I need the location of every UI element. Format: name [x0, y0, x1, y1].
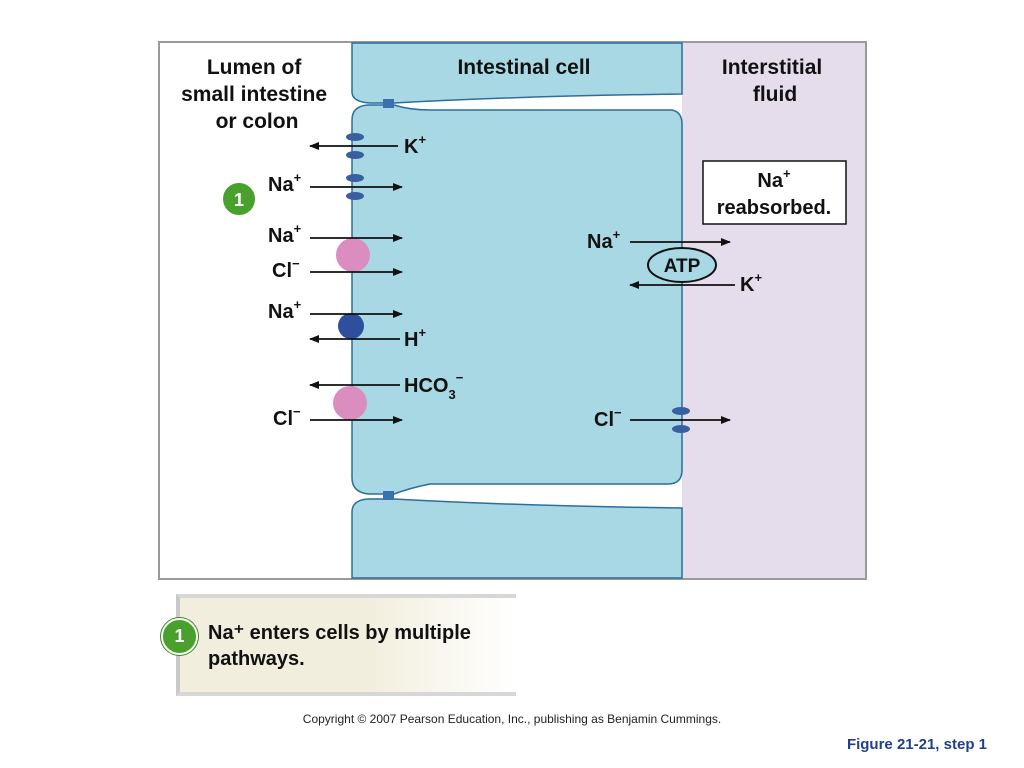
svg-text:Na+: Na+ — [268, 221, 302, 247]
ion-cl-exchanger-charge: − — [293, 404, 301, 419]
reabsorbed-box — [702, 160, 847, 225]
ion-na-pump: Na — [587, 231, 613, 253]
header-lumen-line3: or colon — [216, 110, 299, 133]
ion-na-symport: Na — [268, 225, 294, 247]
ion-na-pump-charge: + — [613, 227, 621, 242]
ion-cl-symport-charge: − — [292, 256, 300, 271]
ion-na-antiport-charge: + — [294, 297, 302, 312]
svg-text:Cl−: Cl− — [273, 404, 301, 430]
ion-cl-exchanger: Cl — [273, 408, 293, 430]
cl-channel-upper — [672, 407, 690, 415]
reabsorbed-ion: Na — [757, 170, 783, 192]
step-badge-diagram — [221, 181, 257, 217]
na-h-antiporter — [338, 313, 364, 339]
na-cl-symporter — [336, 238, 370, 272]
caption-step-badge: 1 — [161, 618, 198, 655]
svg-text:HCO3−: HCO3− — [404, 370, 464, 402]
svg-text:K+: K+ — [740, 270, 762, 296]
ion-hco3-subscript: 3 — [448, 387, 455, 402]
ion-na-channel: Na — [268, 174, 294, 196]
figure-label: Figure 21-21, step 1 — [846, 736, 987, 753]
tight-junction-bottom — [383, 491, 394, 500]
atp-label: ATP — [664, 256, 701, 277]
svg-text:Na+: Na+ — [268, 297, 302, 323]
na-k-atpase — [647, 247, 717, 283]
tight-junction-top — [383, 99, 394, 108]
header-interstitial-line2: fluid — [753, 83, 797, 106]
neighbor-cell-top — [351, 42, 683, 104]
ion-k-top-charge: + — [418, 132, 426, 147]
header-lumen-line2: small intestine — [181, 83, 327, 106]
reabsorbed-ion-charge: + — [783, 166, 791, 181]
neighbor-cell-bottom — [351, 498, 683, 579]
step-badge-diagram-number: 1 — [234, 190, 244, 210]
svg-text:Na+: Na+ — [587, 227, 621, 253]
caption-box — [176, 594, 516, 696]
cl-hco3-exchanger — [333, 386, 367, 420]
ion-h-antiport-charge: + — [418, 325, 426, 340]
svg-text:H+: H+ — [404, 325, 426, 351]
svg-text:Cl−: Cl− — [594, 405, 622, 431]
cl-channel-lower — [672, 425, 690, 433]
ion-cl-basolateral: Cl — [594, 409, 614, 431]
header-intestinal-cell: Intestinal cell — [457, 56, 590, 79]
ion-hco3: HCO — [404, 375, 448, 397]
ion-na-antiport: Na — [268, 301, 294, 323]
ion-cl-basolateral-charge: − — [614, 405, 622, 420]
na-channel-lower — [346, 192, 364, 200]
k-channel-lower — [346, 151, 364, 159]
header-interstitial-line1: Interstitial — [722, 56, 822, 79]
copyright-notice: Copyright © 2007 Pearson Education, Inc.… — [302, 712, 722, 726]
ion-k-pump: K — [740, 274, 755, 296]
na-channel-upper — [346, 174, 364, 182]
reabsorbed-text: reabsorbed. — [717, 197, 831, 219]
svg-text:Cl−: Cl− — [272, 256, 300, 282]
ion-cl-symport: Cl — [272, 260, 292, 282]
caption-text: Na⁺ enters cells by multiple pathways. — [208, 622, 471, 670]
svg-text:Na+: Na+ — [757, 166, 791, 192]
ion-hco3-charge: − — [456, 370, 464, 385]
ion-na-symport-charge: + — [294, 221, 302, 236]
svg-text:K+: K+ — [404, 132, 426, 158]
intestinal-cell — [351, 104, 683, 495]
ion-k-pump-charge: + — [754, 270, 762, 285]
ion-na-channel-charge: + — [294, 170, 302, 185]
svg-text:Lumen of small intestine: Lumen of small intestine or colon — [181, 56, 333, 133]
svg-text:Interstitial fluid: Interstitial fluid — [722, 56, 828, 106]
svg-text:Na+: Na+ — [268, 170, 302, 196]
ion-h-antiport: H — [404, 329, 418, 351]
header-lumen-line1: Lumen of — [207, 56, 302, 79]
k-channel-upper — [346, 133, 364, 141]
ion-k-top: K — [404, 136, 419, 158]
interstitial-region — [682, 43, 865, 578]
